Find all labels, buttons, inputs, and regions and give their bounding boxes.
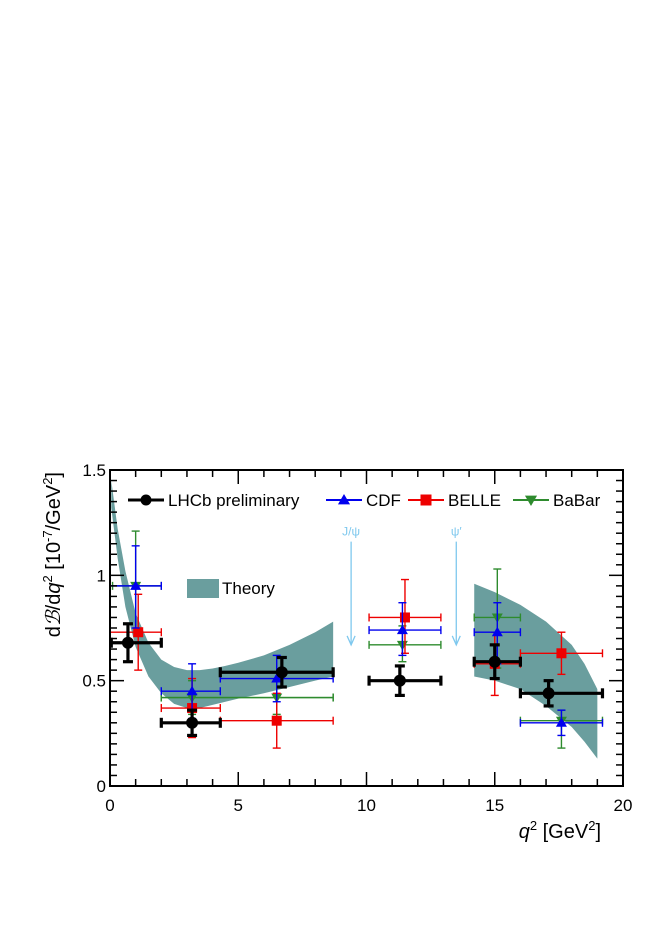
cdf-point: [396, 624, 408, 635]
lhcb-point: [186, 716, 199, 729]
y-tick-label: 1: [97, 566, 106, 585]
legend-marker-lhcb: [140, 494, 152, 506]
axis-ticks: 0 5 10 15 20 0 0.5 1 1.5: [82, 461, 632, 815]
legend-label-cdf: CDF: [366, 491, 401, 510]
theory-band-1: [111, 480, 334, 709]
legend-label-belle: BELLE: [448, 491, 501, 510]
cdf-point: [271, 673, 283, 683]
legend-marker-babar: [524, 495, 538, 507]
belle-point: [133, 627, 144, 638]
legend-series: LHCb preliminary CDF BELLE BaBar: [128, 491, 601, 510]
lhcb-point: [488, 655, 501, 668]
legend-marker-belle: [420, 494, 432, 506]
x-tick-label: 20: [614, 796, 633, 815]
y-axis-exp: -7: [40, 530, 55, 542]
y-axis-close: ]: [43, 472, 65, 478]
belle-point: [556, 648, 567, 659]
y-axis-var: q: [43, 583, 65, 594]
x-tick-label: 15: [485, 796, 504, 815]
resonance-arrow-head-2: [451, 635, 461, 647]
x-axis-unit-close: ]: [595, 821, 601, 843]
cdf-point: [130, 580, 142, 590]
lhcb-point: [275, 666, 288, 679]
x-axis-var-sup: 2: [530, 818, 537, 833]
x-axis-var: q: [519, 821, 530, 843]
y-tick-label: 0: [97, 777, 106, 796]
theory-band-2: [474, 583, 598, 759]
x-tick-label: 0: [105, 796, 114, 815]
resonance-label-2: ψ′: [451, 524, 463, 538]
resonance-arrow-head-1: [346, 635, 356, 647]
x-tick-label: 10: [357, 796, 376, 815]
y-axis-sup2: 2: [40, 478, 55, 485]
x-tick-label: 5: [234, 796, 243, 815]
belle-point: [399, 612, 410, 623]
cdf-point: [555, 717, 567, 727]
resonance-annotations: J/ψ ψ′: [342, 524, 463, 647]
lhcb-point: [542, 687, 555, 700]
belle-point: [271, 715, 282, 726]
legend-marker-cdf: [337, 493, 351, 505]
cdf-point: [491, 626, 503, 637]
legend-theory: Theory: [187, 579, 275, 598]
y-axis-d: d: [43, 626, 65, 637]
y-tick-label: 1.5: [82, 461, 106, 480]
y-axis-open: [10: [43, 542, 65, 575]
series-lhcb: [109, 622, 605, 738]
legend-swatch-theory: [187, 579, 219, 598]
legend-label-babar: BaBar: [553, 491, 601, 510]
data-series-layer: [109, 530, 605, 749]
y-axis-var-sup: 2: [40, 575, 55, 582]
lhcb-point: [121, 636, 134, 649]
y-axis-mid: /GeV: [43, 484, 65, 530]
legend-label-lhcb: LHCb preliminary: [168, 491, 300, 510]
legend-label-theory: Theory: [222, 579, 275, 598]
x-axis-unit-sup: 2: [588, 818, 595, 833]
x-axis-label: q2 [GeV2]: [519, 818, 601, 843]
theory-band-layer: [111, 480, 598, 759]
y-axis-label: dℬ/dq2 [10-7/GeV2]: [40, 472, 65, 637]
y-axis-slash: /d: [43, 594, 65, 611]
y-tick-label: 0.5: [82, 672, 106, 691]
y-axis-branching: ℬ: [43, 609, 65, 626]
resonance-label-1: J/ψ: [342, 524, 360, 538]
x-axis-unit-open: [GeV: [537, 821, 589, 843]
lhcb-point: [393, 674, 406, 687]
cdf-point: [186, 685, 198, 696]
